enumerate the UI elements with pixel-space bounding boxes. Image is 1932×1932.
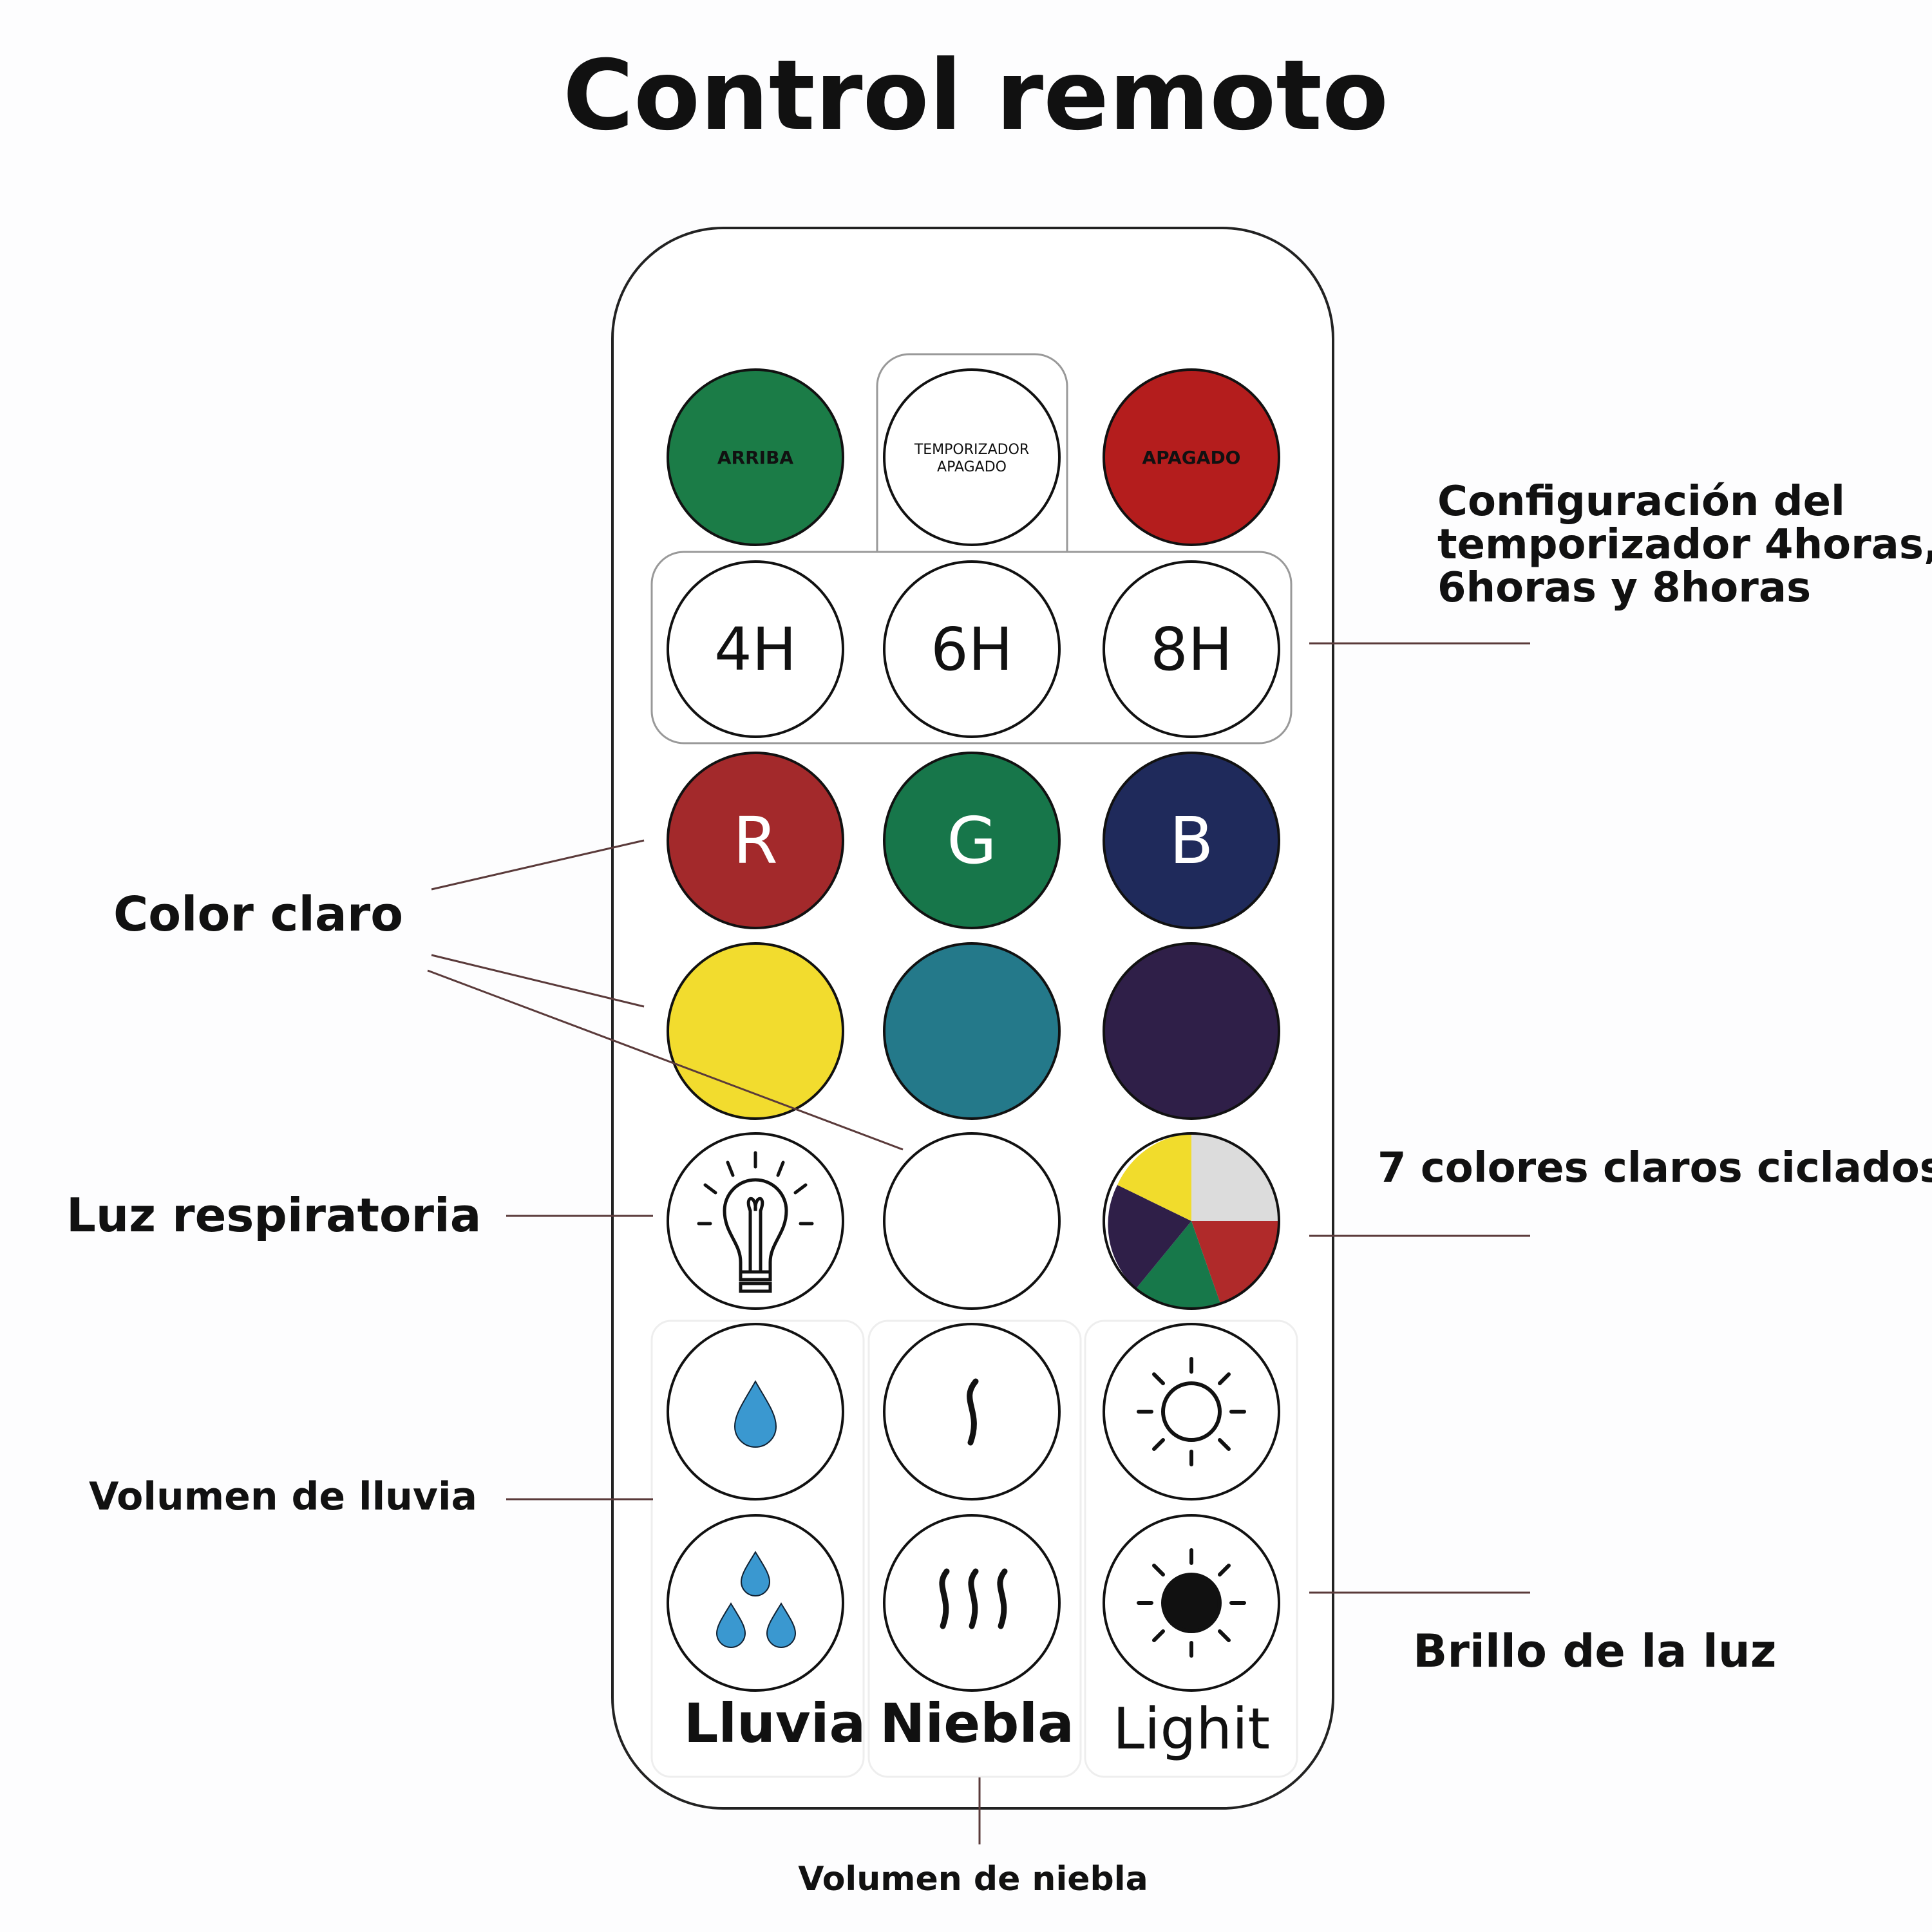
timer-8h-label: 8H (1150, 615, 1233, 684)
rain-panel (650, 1320, 865, 1778)
brightness-low-button[interactable] (1103, 1323, 1280, 1501)
color-wheel-icon (1108, 1133, 1279, 1309)
fog-volume-callout: Volumen de niebla (798, 1777, 1148, 1899)
timer-config-line1: Configuración del (1437, 478, 1845, 526)
red-label: R (733, 803, 777, 878)
rain-label: Lluvia (684, 1692, 866, 1755)
timer-4h-button[interactable]: 4H (667, 560, 844, 738)
rain-low-button[interactable] (667, 1323, 844, 1501)
blue-button[interactable]: B (1103, 752, 1280, 929)
water-drop-icon (734, 1379, 777, 1448)
timer-6h-button[interactable]: 6H (883, 560, 1061, 738)
timer-config-callout: Configuración del temporizador 4horas, 6… (1309, 478, 1932, 645)
breathing-light-label: Luz respiratoria (66, 1188, 481, 1242)
light-color-label: Color claro (113, 887, 403, 942)
breathing-light-button[interactable] (667, 1132, 844, 1310)
lightbulb-icon (697, 1151, 814, 1293)
brightness-callout: Brillo de la luz (1309, 1591, 1776, 1678)
teal-button[interactable] (883, 942, 1061, 1120)
green-label: G (947, 803, 997, 878)
seven-colors-callout: 7 colores claros ciclados (1309, 1144, 1932, 1237)
timer-8h-button[interactable]: 8H (1103, 560, 1280, 738)
page-title: Control remoto (563, 40, 1388, 152)
brightness-label: Brillo de la luz (1413, 1625, 1776, 1678)
timer-panel (650, 551, 1293, 744)
light-panel (1084, 1320, 1298, 1778)
mist-waves-icon (939, 1568, 1008, 1629)
rain-volume-label: Volumen de lluvia (89, 1474, 477, 1519)
timer-off-panel (876, 353, 1068, 552)
timer-6h-label: 6H (931, 615, 1013, 684)
power-off-label: APAGADO (1142, 447, 1241, 468)
timer-4h-label: 4H (714, 615, 797, 684)
green-button[interactable]: G (883, 752, 1061, 929)
fog-low-button[interactable] (883, 1323, 1061, 1501)
breathing-light-callout: Luz respiratoria (66, 1188, 653, 1242)
timer-off-label-2: APAGADO (937, 459, 1007, 475)
yellow-button[interactable] (667, 942, 844, 1120)
timer-config-line2: temporizador 4horas, (1437, 521, 1932, 569)
purple-button[interactable] (1103, 942, 1280, 1120)
light-label: Lighit (1113, 1696, 1270, 1762)
fog-high-button[interactable] (883, 1514, 1061, 1692)
fog-volume-label: Volumen de niebla (798, 1860, 1148, 1899)
sun-filled-icon (1137, 1548, 1246, 1658)
light-color-callout: Color claro (113, 839, 904, 1151)
red-button[interactable]: R (667, 752, 844, 929)
mist-wave-icon (967, 1378, 979, 1446)
fog-panel (867, 1320, 1082, 1778)
power-off-button[interactable]: APAGADO (1103, 368, 1280, 546)
rain-volume-callout: Volumen de lluvia (89, 1474, 653, 1519)
fog-label: Niebla (880, 1692, 1074, 1755)
arriba-label: ARRIBA (717, 447, 794, 468)
arriba-button[interactable]: ARRIBA (667, 368, 844, 546)
timer-config-line3: 6horas y 8horas (1437, 564, 1811, 612)
rain-high-button[interactable] (667, 1514, 844, 1692)
color-cycle-button[interactable] (1103, 1132, 1280, 1310)
water-drops-icon (715, 1551, 797, 1648)
timer-off-button[interactable]: TEMPORIZADOR APAGADO (883, 368, 1061, 546)
sun-outline-icon (1137, 1357, 1246, 1466)
seven-colors-label: 7 colores claros ciclados (1378, 1144, 1932, 1192)
blue-label: B (1170, 803, 1214, 878)
brightness-high-button[interactable] (1103, 1514, 1280, 1692)
timer-off-label-1: TEMPORIZADOR (914, 442, 1029, 458)
white-button[interactable] (883, 1132, 1061, 1310)
